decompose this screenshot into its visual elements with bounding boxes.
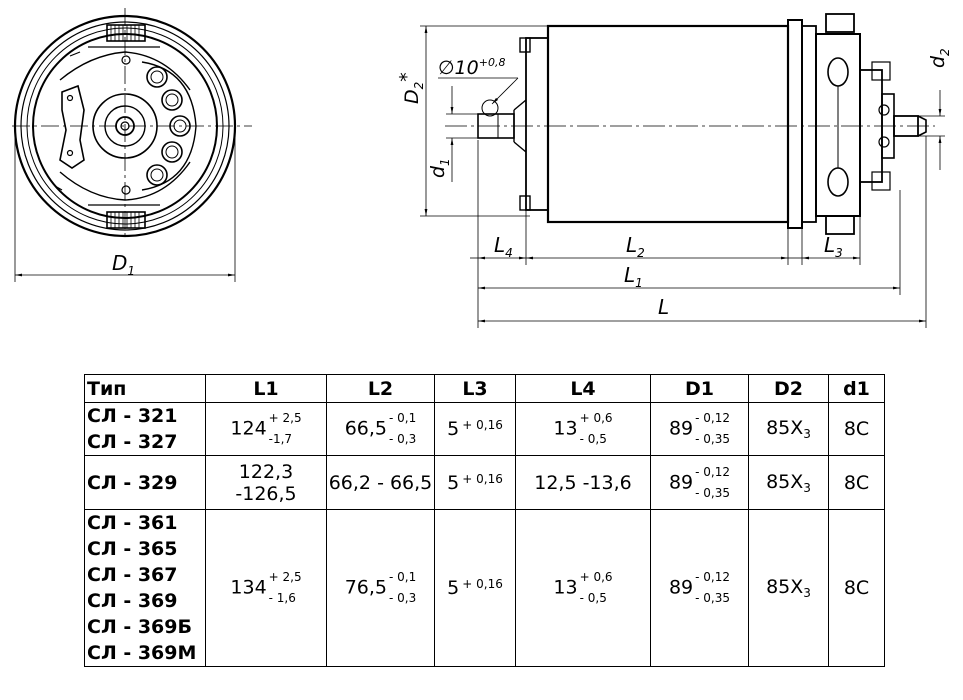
dimension-d1-label: d1 bbox=[427, 158, 452, 178]
technical-drawing: D1 bbox=[12, 8, 952, 328]
dimension-d2-label: d2 bbox=[927, 48, 952, 68]
L1-cell: 122,3 -126,5 bbox=[205, 455, 327, 510]
L1-cell: 124+ 2,5-1,7 bbox=[205, 402, 327, 456]
L3-cell: 5+ 0,16 bbox=[434, 402, 516, 456]
type-cell: СЛ - 369М bbox=[84, 640, 206, 667]
dimension-L-label: L bbox=[658, 295, 669, 319]
header-type: Тип bbox=[84, 374, 206, 403]
front-view bbox=[12, 8, 252, 282]
header-L1: L1 bbox=[205, 374, 327, 403]
header-L3: L3 bbox=[434, 374, 516, 403]
table-header-row: Тип L1 L2 L3 L4 D1 D2 d1 bbox=[84, 374, 885, 403]
L3-cell: 5+ 0,16 bbox=[434, 455, 516, 510]
header-D1: D1 bbox=[650, 374, 749, 403]
L2-cell: 76,5- 0,1- 0,3 bbox=[326, 509, 435, 667]
dimension-D2-star-label: D2* bbox=[396, 72, 426, 104]
type-cell: СЛ - 327 bbox=[84, 429, 206, 456]
table-row: СЛ - 321 124+ 2,5-1,7 66,5- 0,1- 0,3 5+ … bbox=[84, 402, 885, 456]
type-cell: СЛ - 369 bbox=[84, 588, 206, 614]
dimension-L1-label: L1 bbox=[624, 263, 643, 290]
header-L2: L2 bbox=[326, 374, 435, 403]
D2-cell: 85X3 bbox=[748, 402, 829, 456]
D1-cell: 89- 0,12- 0,35 bbox=[650, 402, 749, 456]
D2-cell: 85X3 bbox=[748, 509, 829, 667]
type-cell: СЛ - 329 bbox=[84, 455, 206, 510]
header-L4: L4 bbox=[515, 374, 651, 403]
type-cell: СЛ - 361 bbox=[84, 509, 206, 536]
header-D2: D2 bbox=[748, 374, 829, 403]
table-row: СЛ - 361 134+ 2,5- 1,6 76,5- 0,1- 0,3 5+… bbox=[84, 509, 885, 667]
table-row: СЛ - 365 bbox=[84, 536, 885, 562]
D1-cell: 89- 0,12- 0,35 bbox=[650, 455, 749, 510]
d1-cell: 8C bbox=[828, 455, 885, 510]
d1-cell: 8C bbox=[828, 402, 885, 456]
L3-cell: 5+ 0,16 bbox=[434, 509, 516, 667]
table-row: СЛ - 369Б bbox=[84, 614, 885, 640]
header-d1: d1 bbox=[828, 374, 885, 403]
type-cell: СЛ - 321 bbox=[84, 402, 206, 429]
D2-cell: 85X3 bbox=[748, 455, 829, 510]
type-cell: СЛ - 365 bbox=[84, 536, 206, 562]
table-row: СЛ - 369М bbox=[84, 640, 885, 667]
L4-cell: 13+ 0,6- 0,5 bbox=[515, 402, 651, 456]
specification-table: Тип L1 L2 L3 L4 D1 D2 d1 СЛ - 321 124+ 2… bbox=[84, 374, 885, 667]
hole-diameter-label: ∅10+0,8 bbox=[438, 56, 505, 79]
L4-cell: 12,5 -13,6 bbox=[515, 455, 651, 510]
type-cell: СЛ - 367 bbox=[84, 562, 206, 588]
dimension-L4-label: L4 bbox=[494, 233, 513, 260]
table-row: СЛ - 367 bbox=[84, 562, 885, 588]
table-row: СЛ - 369 bbox=[84, 588, 885, 614]
dimension-D1-label: D1 bbox=[112, 251, 135, 278]
table-row: СЛ - 329 122,3 -126,5 66,2 - 66,5 5+ 0,1… bbox=[84, 455, 885, 510]
L2-cell: 66,2 - 66,5 bbox=[326, 455, 435, 510]
dimension-L2-label: L2 bbox=[626, 233, 645, 260]
d1-cell: 8C bbox=[828, 509, 885, 667]
dimension-L3-label: L3 bbox=[824, 233, 843, 260]
D1-cell: 89- 0,12- 0,35 bbox=[650, 509, 749, 667]
side-view bbox=[420, 13, 945, 328]
type-cell: СЛ - 369Б bbox=[84, 614, 206, 640]
L4-cell: 13+ 0,6- 0,5 bbox=[515, 509, 651, 667]
L1-cell: 134+ 2,5- 1,6 bbox=[205, 509, 327, 667]
L2-cell: 66,5- 0,1- 0,3 bbox=[326, 402, 435, 456]
